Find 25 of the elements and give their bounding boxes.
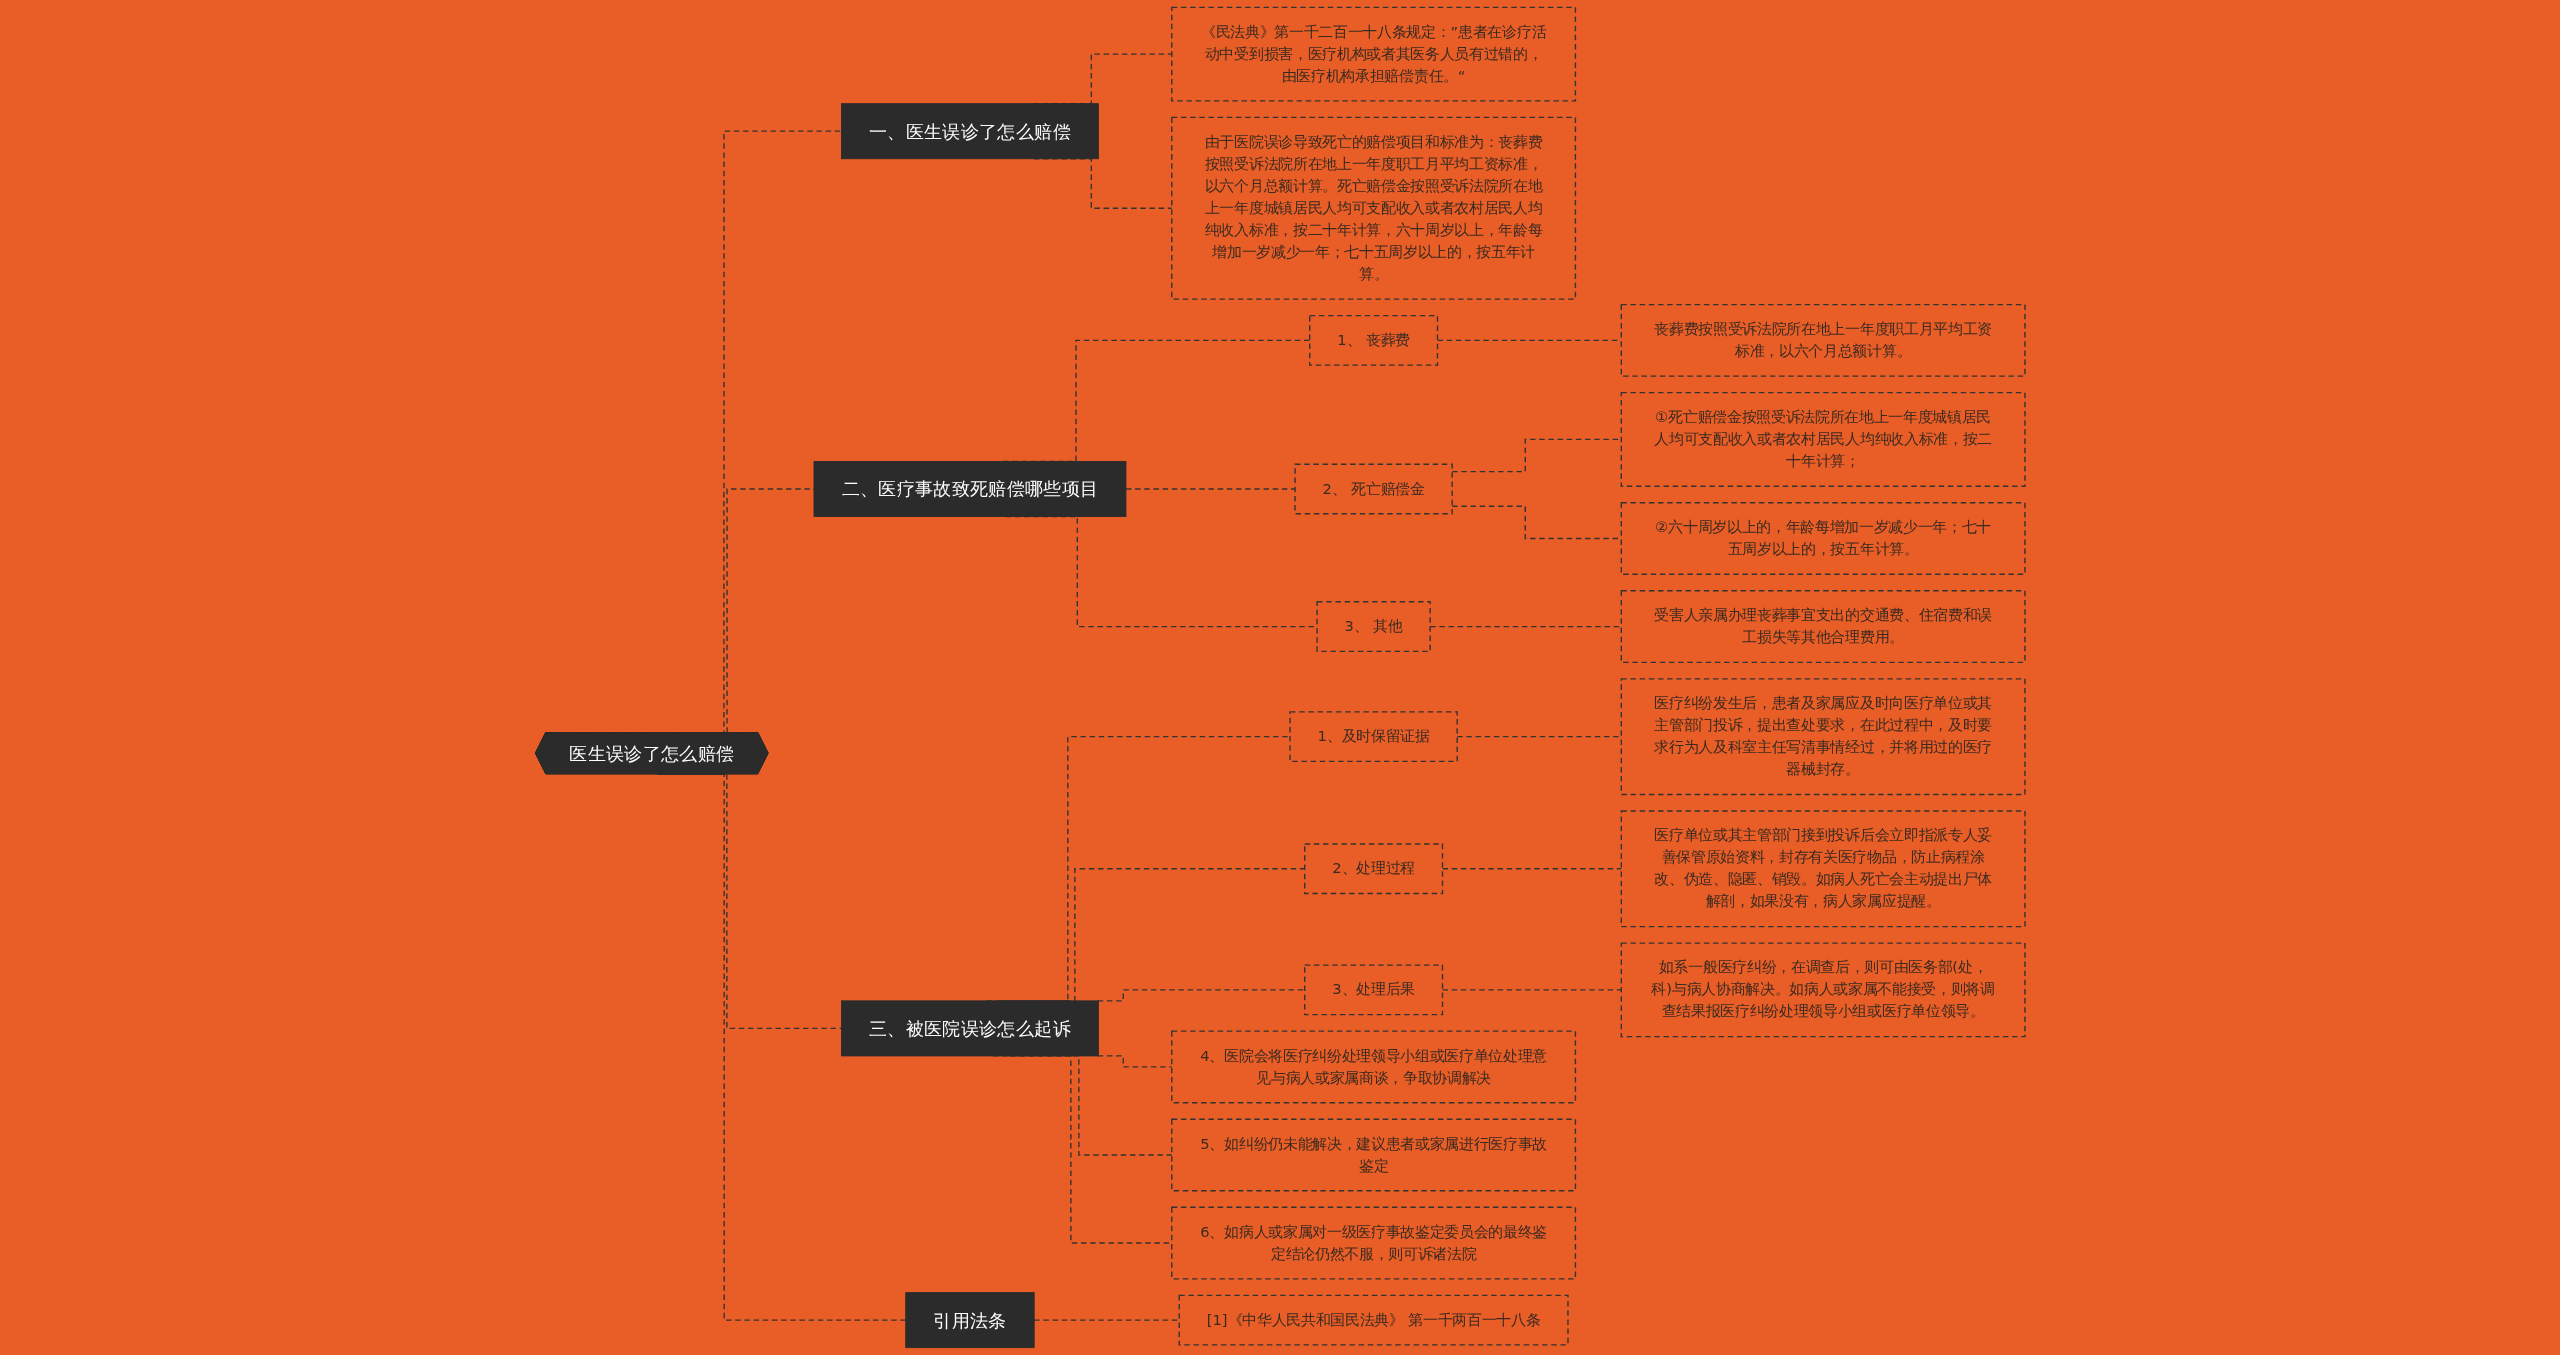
node-box: 引用法条 [905, 1292, 1035, 1349]
node-box: 受害人亲属办理丧葬事宜支出的交通费、住宿费和误工损失等其他合理费用。 [1620, 590, 2026, 664]
node-box: 《民法典》第一千二百一十八条规定：”患者在诊疗活动中受到损害，医疗机构或者其医务人员有过错的，由医疗机构承担赔偿责任。“ [1170, 6, 1576, 102]
node-box: 如系一般医疗纠纷，在调查后，则可由医务部(处，科)与病人协商解决。如病人或家属不能接受，则将调查结果报医疗纠纷处理领导小组或医疗单位领导。 [1620, 942, 2026, 1038]
node-box: 医疗单位或其主管部门接到投诉后会立即指派专人妥善保管原始资料，封存有关医疗物品，防止病程涂改、伪造、隐匿、销毁。如病人死亡会主动提出尸体解剖，如果没有，病人家属应提醒。 [1620, 810, 2026, 928]
node-box: 三、被医院误诊怎么起诉 [840, 1000, 1099, 1057]
node-box: 4、医院会将医疗纠纷处理领导小组或医疗单位处理意见与病人或家属商谈，争取协调解决 [1170, 1030, 1576, 1104]
node-box: 2、 死亡赔偿金 [1294, 463, 1453, 515]
connector [1429, 625, 1622, 628]
node-box: [1]《中华人民共和国民法典》 第一千两百一十八条 [1178, 1294, 1569, 1346]
node-box: 一、医生误诊了怎么赔偿 [840, 103, 1099, 160]
node-box: 二、医疗事故致死赔偿哪些项目 [813, 461, 1127, 517]
node-box: ②六十周岁以上的，年龄每增加一岁减少一年；七十五周岁以上的，按五年计算。 [1620, 502, 2026, 575]
node-box: 由于医院误诊导致死亡的赔偿项目和标准为：丧葬费按照受诉法院所在地上一年度职工月平均工资标准，以六个月总额计算。死亡赔偿金按照受诉法院所在地上一年度城镇居民人均可支配收入或者农村居民人均纯收入标准，按二十年计算，六十周岁以上，年龄每增加一岁减少一年；七十五周岁以上的，按五年计算。 [1170, 116, 1576, 300]
node-box: ①死亡赔偿金按照受诉法院所在地上一年度城镇居民人均可支配收入或者农村居民人均纯收入标准，按二十年计算； [1620, 391, 2026, 487]
node-box: 1、及时保留证据 [1289, 711, 1458, 763]
node-box: 丧葬费按照受诉法院所在地上一年度职工月平均工资标准，以六个月总额计算。 [1620, 303, 2026, 377]
connector [1033, 1319, 1180, 1321]
node-box: 5、如纠纷仍未能解决，建议患者或家属进行医疗事故鉴定 [1170, 1118, 1576, 1192]
node-box: 1、 丧葬费 [1308, 314, 1438, 366]
node-box: 2、处理过程 [1303, 843, 1444, 895]
node-box: 6、如病人或家属对一级医疗事故鉴定委员会的最终鉴定结论仍然不服，则可诉诸法院 [1170, 1206, 1576, 1280]
node-box: 3、处理后果 [1303, 964, 1444, 1016]
node-box: 3、 其他 [1316, 601, 1431, 653]
node-box: 医疗纠纷发生后，患者及家属应及时向医疗单位或其主管部门投诉，提出查处要求，在此过程中，及时要求行为人及科室主任写清事情经过，并将用过的医疗器械封存。 [1620, 678, 2026, 796]
